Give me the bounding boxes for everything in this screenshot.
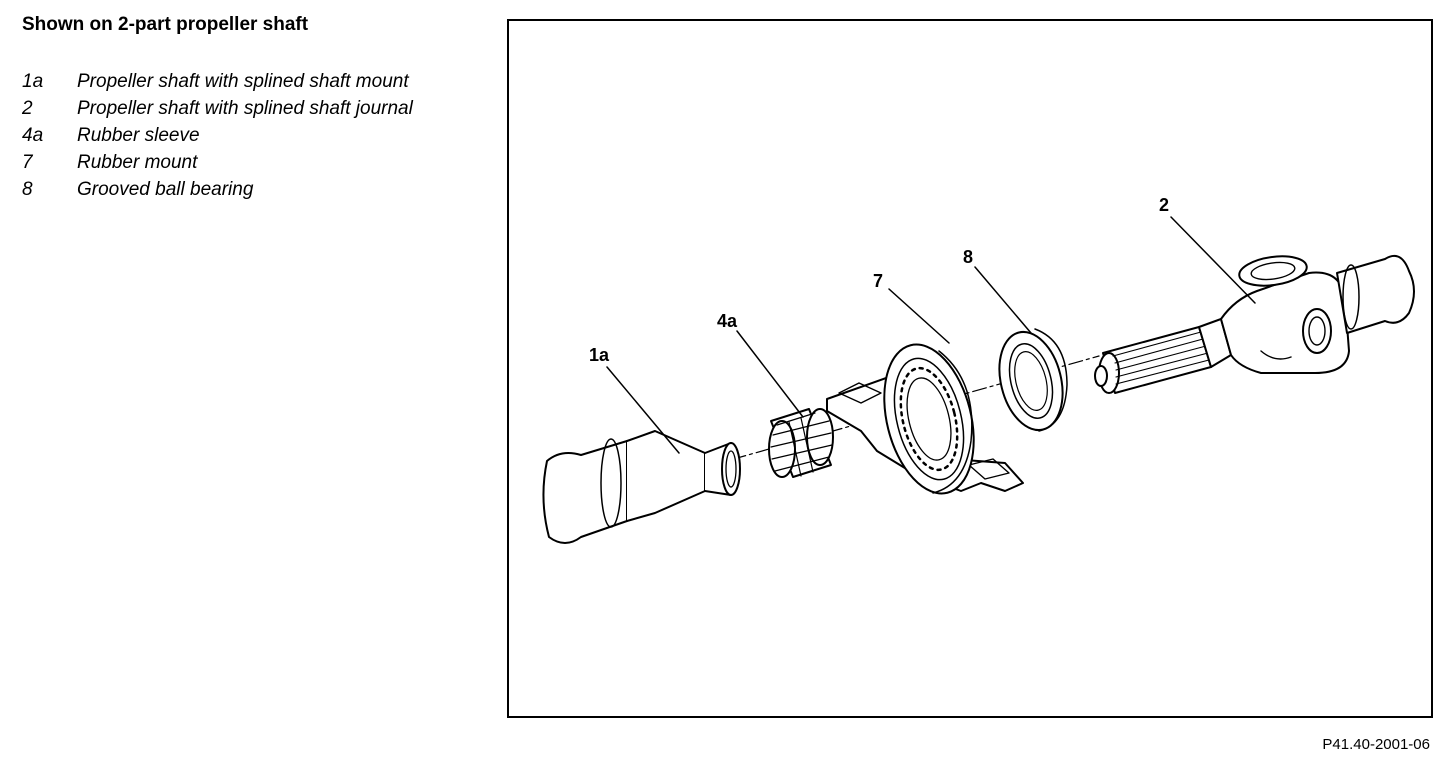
callout-4a: 4a (717, 311, 738, 331)
legend-item: 4a Rubber sleeve (22, 122, 492, 149)
legend-number: 7 (22, 152, 33, 173)
ball-bearing-8 (998, 328, 1068, 432)
legend-text: Propeller shaft with splined shaft mount (77, 71, 409, 92)
leader-line-2 (1170, 216, 1256, 304)
leader-line-4a (736, 330, 804, 418)
legend-number: 4a (22, 125, 44, 146)
legend-text: Propeller shaft with splined shaft journ… (77, 98, 413, 119)
leader-lines (606, 216, 1256, 454)
shaft-2-part (1094, 255, 1415, 394)
leader-line-8 (974, 266, 1032, 334)
shaft-1a-part (542, 430, 741, 544)
legend-item: 7 Rubber mount (22, 149, 492, 176)
leader-line-1a (606, 366, 680, 454)
legend-number: 1a (22, 71, 44, 92)
legend-item: 1a Propeller shaft with splined shaft mou… (22, 68, 492, 95)
legend-item: 8 Grooved ball bearing (22, 176, 492, 203)
shaft-1a-cone (626, 430, 706, 522)
rubber-sleeve-4a (768, 408, 834, 478)
shaft-1a-tube (542, 440, 628, 544)
legend-list: 1a Propeller shaft with splined shaft mou… (22, 68, 492, 203)
mount-ring-outer (883, 343, 975, 495)
legend-item: 2 Propeller shaft with splined shaft jour… (22, 95, 492, 122)
callout-8: 8 (963, 247, 973, 267)
leader-line-7 (888, 288, 950, 344)
legend-text: Grooved ball bearing (77, 179, 254, 200)
legend-text: Rubber mount (77, 152, 198, 173)
page-title: Shown on 2-part propeller shaft (22, 14, 309, 35)
legend-text: Rubber sleeve (77, 125, 200, 146)
callout-2: 2 (1159, 195, 1169, 215)
figure-code: P41.40-2001-06 (1322, 736, 1430, 753)
exploded-view-figure: 1a 4a 7 8 2 (507, 19, 1433, 718)
callout-7: 7 (873, 271, 883, 291)
callout-1a: 1a (589, 345, 610, 365)
rubber-mount-7 (826, 343, 1024, 495)
exploded-view-drawing: 1a 4a 7 8 2 (542, 195, 1415, 544)
legend-number: 8 (22, 179, 33, 200)
legend-number: 2 (22, 98, 33, 119)
